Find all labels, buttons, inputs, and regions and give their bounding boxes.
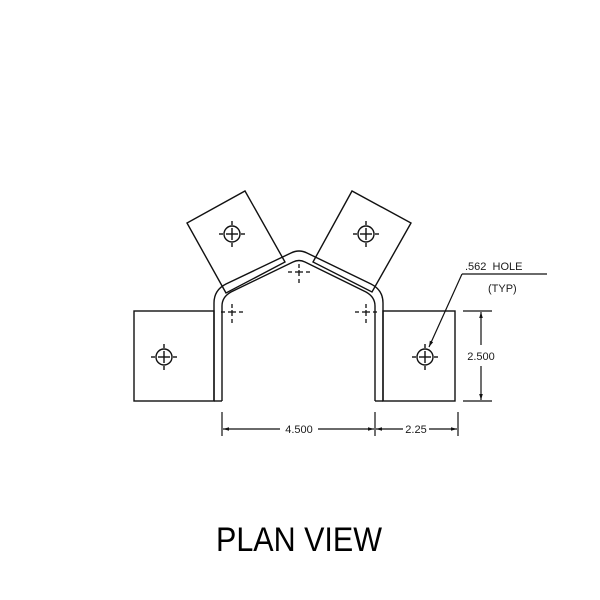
drawing-title: PLAN VIEW [216, 521, 382, 559]
left-flange [133, 310, 215, 402]
bend-mark-right [354, 303, 378, 324]
bend-mark-apex [287, 263, 311, 284]
right-angled-tab [312, 190, 412, 293]
bent-strip-outer [213, 250, 384, 401]
bend-mark-left [220, 303, 244, 324]
right-flange [382, 310, 456, 402]
hole-left-tab [218, 220, 246, 248]
hole-qualifier: (TYP) [488, 283, 517, 295]
bent-strip-inner [221, 259, 376, 401]
left-angled-tab [186, 190, 286, 294]
dim-flange-height: 2.500 [467, 351, 495, 363]
hole-right-tab [352, 220, 380, 248]
hole-left-flange [150, 343, 178, 371]
dim-flange-width: 2.25 [405, 424, 426, 436]
hole-right-flange [411, 343, 439, 371]
dim-inner-width: 4.500 [285, 424, 313, 436]
hole-callout: .562 HOLE [465, 261, 522, 273]
